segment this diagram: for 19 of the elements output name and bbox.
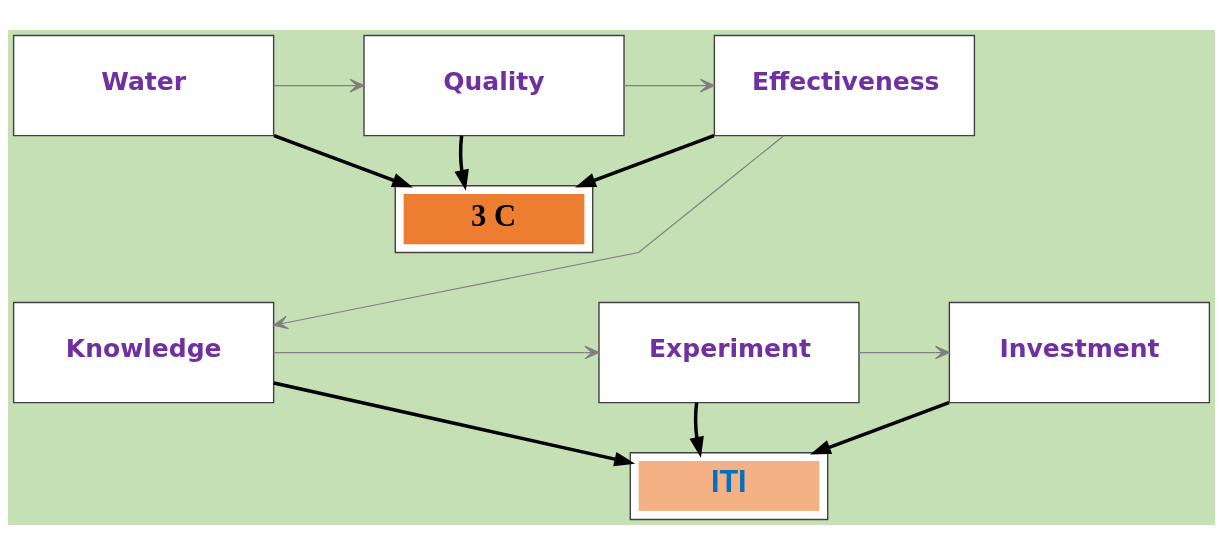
arrow	[273, 78, 365, 93]
arrow	[810, 401, 950, 455]
arrow	[689, 402, 704, 458]
arrow	[454, 135, 469, 191]
arrow	[273, 134, 413, 188]
node-box: ITI	[629, 452, 829, 521]
node-box: Investment	[948, 301, 1211, 404]
arrow	[273, 381, 636, 467]
arrow	[623, 78, 715, 93]
node-box: Experiment	[598, 301, 860, 404]
arrow	[273, 345, 600, 360]
arrow	[858, 345, 950, 360]
node-box: 3 C	[394, 185, 594, 254]
node-box: Effectiveness	[713, 34, 976, 137]
node-box: Water	[12, 34, 275, 137]
arrow	[575, 134, 715, 188]
arrow	[273, 135, 785, 330]
node-box: Knowledge	[12, 301, 275, 404]
node-box: Quality	[363, 34, 625, 137]
